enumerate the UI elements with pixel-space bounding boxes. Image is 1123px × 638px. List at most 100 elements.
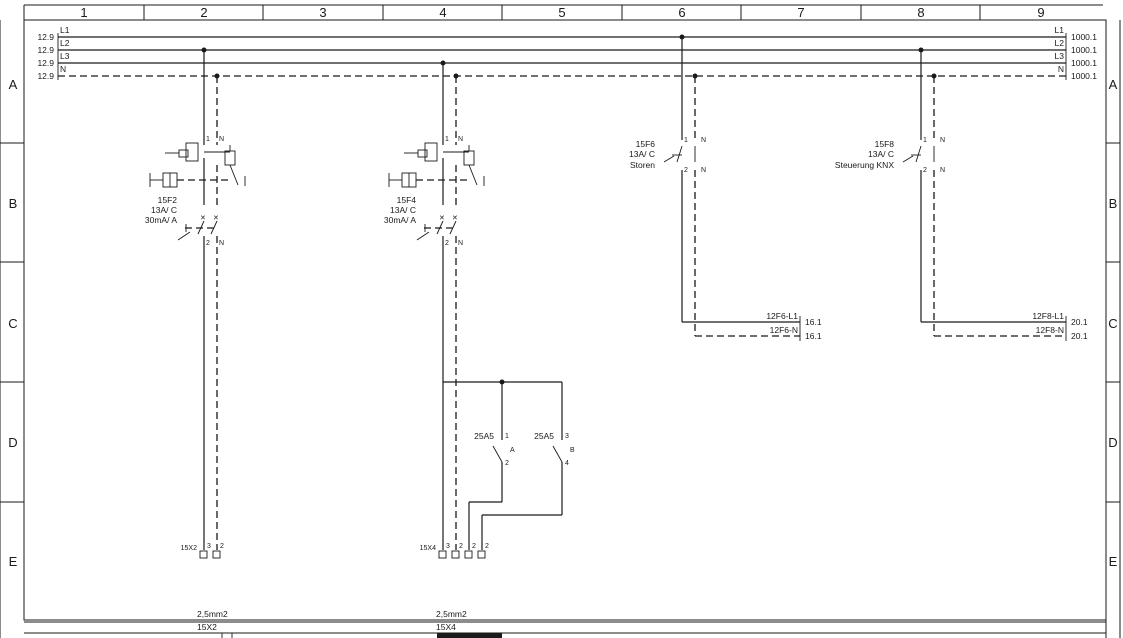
crossref-page[interactable]: 20.1: [1071, 317, 1088, 327]
svg-text:3: 3: [565, 433, 569, 440]
column-label: 9: [1037, 5, 1044, 20]
device-description: Steuerung KNX: [835, 160, 894, 170]
svg-text:✕: ✕: [200, 215, 206, 222]
busbar-ref: 1000.1: [1071, 32, 1097, 42]
circuit-15f8: 1 N 2 N 15F8 13A/ C Steuerung KNX 12F8-L…: [835, 47, 1088, 341]
svg-text:2: 2: [923, 167, 927, 174]
column-label: 4: [439, 5, 446, 20]
svg-text:2: 2: [472, 543, 476, 550]
svg-text:2: 2: [445, 240, 449, 247]
svg-text:1: 1: [505, 433, 509, 440]
circuit-15f2: 1 N ✕ ✕ 15F2 13A/: [145, 47, 246, 550]
device-tag: 15F8: [875, 139, 895, 149]
device-rating: 13A/ C: [868, 149, 894, 159]
crossref-name: 12F8-N: [1036, 325, 1064, 335]
column-label: 2: [200, 5, 207, 20]
column-header: 1 2 3 4 5 6 7 8 9: [80, 5, 1045, 20]
svg-text:B: B: [570, 447, 575, 454]
busbar-label: L3: [60, 51, 70, 61]
terminal-strip-name: 15X2: [181, 545, 197, 552]
column-label: 3: [319, 5, 326, 20]
device-trip-rating: 30mA/ A: [145, 215, 177, 225]
row-label: E: [9, 554, 18, 569]
svg-text:N: N: [701, 167, 706, 174]
column-label: 8: [917, 5, 924, 20]
contact-tag: 25A5: [534, 431, 554, 441]
svg-text:1: 1: [206, 136, 210, 143]
crossref-name: 12F6-N: [770, 325, 798, 335]
device-tag: 15F4: [397, 195, 417, 205]
device-tag: 15F6: [636, 139, 656, 149]
svg-text:N: N: [701, 137, 706, 144]
row-label: D: [8, 435, 17, 450]
svg-text:3: 3: [446, 543, 450, 550]
circuit-15f6: 1 N 2 N 15F6 13A/ C Storen 12F6-L1 12F6-…: [629, 34, 822, 341]
cable-labels: 2,5mm2 15X2 2,5mm2 15X4: [195, 609, 479, 632]
svg-text:2: 2: [459, 543, 463, 550]
busbar-label: N: [1058, 64, 1064, 74]
row-label: B: [9, 196, 18, 211]
contact-25a5-b: 25A5 3 B 4: [481, 431, 575, 550]
svg-text:✕: ✕: [439, 215, 445, 222]
terminal-strip-name: 15X4: [420, 545, 436, 552]
svg-text:2: 2: [505, 460, 509, 467]
svg-text:1: 1: [923, 137, 927, 144]
svg-text:N: N: [219, 136, 224, 143]
crossref-page[interactable]: 20.1: [1071, 331, 1088, 341]
rcbo-symbol: ✕ ✕: [149, 142, 246, 241]
cable-name: 15X2: [197, 622, 217, 632]
crossref-page[interactable]: 16.1: [805, 317, 822, 327]
busbars: L1 L2 L3 N 12.9 12.9 12.9 12.9 L1 L2 L3 …: [37, 25, 1097, 81]
row-label: A: [9, 77, 18, 92]
svg-text:1: 1: [684, 137, 688, 144]
cable-size: 2,5mm2: [197, 609, 228, 619]
column-label: 5: [558, 5, 565, 20]
device-tag: 15F2: [158, 195, 178, 205]
svg-text:2: 2: [485, 543, 489, 550]
cable-name: 15X4: [436, 622, 456, 632]
svg-text:4: 4: [565, 460, 569, 467]
busbar-ref: 1000.1: [1071, 58, 1097, 68]
contact-25a5-a: 25A5 1 A 2: [468, 431, 515, 550]
busbar-ref: 1000.1: [1071, 45, 1097, 55]
busbar-label: L2: [60, 38, 70, 48]
svg-text:1: 1: [445, 136, 449, 143]
circuit-15f4: 1 N ✕ ✕ 15F4 13A/ C 3: [384, 60, 563, 550]
svg-text:N: N: [458, 240, 463, 247]
row-label: C: [8, 316, 17, 331]
rcbo-symbol: ✕ ✕: [388, 142, 485, 241]
crossref-page[interactable]: 16.1: [805, 331, 822, 341]
busbar-ref: 12.9: [37, 45, 54, 55]
svg-text:✕: ✕: [213, 215, 219, 222]
contact-tag: 25A5: [474, 431, 494, 441]
busbar-label: L1: [1055, 25, 1065, 35]
svg-text:3: 3: [207, 543, 211, 550]
svg-text:A: A: [510, 447, 515, 454]
row-labels: A B C D E A B C D E: [0, 77, 1120, 569]
svg-text:2: 2: [684, 167, 688, 174]
column-label: 7: [797, 5, 804, 20]
column-label: 6: [678, 5, 685, 20]
device-rating: 13A/ C: [390, 205, 416, 215]
row-label: E: [1109, 554, 1118, 569]
column-label: 1: [80, 5, 87, 20]
busbar-label: L1: [60, 25, 70, 35]
svg-text:✕: ✕: [452, 215, 458, 222]
device-rating: 13A/ C: [151, 205, 177, 215]
svg-text:2: 2: [220, 543, 224, 550]
crossref-name: 12F8-L1: [1032, 311, 1064, 321]
busbar-ref: 12.9: [37, 58, 54, 68]
terminal-strip-15x4: 15X4 3 2 2 2: [420, 543, 489, 559]
terminal-strip-15x2: 15X2 3 2: [181, 543, 224, 559]
svg-text:N: N: [940, 167, 945, 174]
row-label: D: [1108, 435, 1117, 450]
busbar-ref: 12.9: [37, 32, 54, 42]
device-description: Storen: [630, 160, 655, 170]
row-label: C: [1108, 316, 1117, 331]
cable-size: 2,5mm2: [436, 609, 467, 619]
row-label: B: [1109, 196, 1118, 211]
crossref-name: 12F6-L1: [766, 311, 798, 321]
busbar-label: L2: [1055, 38, 1065, 48]
drawing-frame: [0, 4, 1121, 638]
